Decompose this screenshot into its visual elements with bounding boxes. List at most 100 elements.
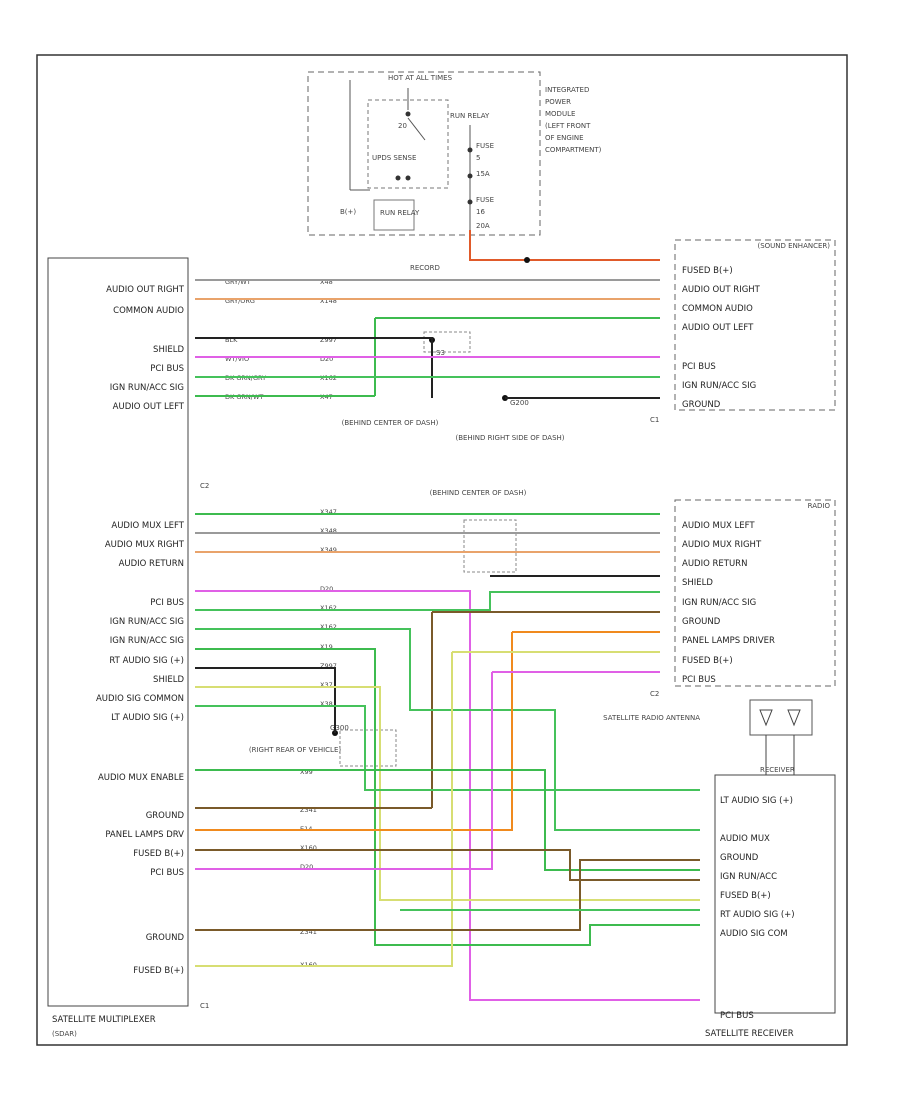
receiver-tag: RECEIVER — [760, 766, 795, 774]
c1-label-3: PCI BUS — [150, 364, 184, 374]
wire-25 — [195, 849, 700, 881]
splice-4-note: (RIGHT REAR OF VEHICLE) — [249, 746, 342, 754]
c3-label-3: FUSED B(+) — [133, 849, 184, 859]
amplifier-module: (SOUND ENHANCER) FUSED B(+) AUDIO OUT RI… — [650, 239, 836, 424]
ipm-line-5: COMPARTMENT) — [545, 146, 602, 154]
amp-label-2: COMMON AUDIO — [682, 304, 753, 314]
wire-16 — [195, 648, 700, 946]
c2-label-9: LT AUDIO SIG (+) — [111, 713, 184, 723]
receiver-label-1: AUDIO MUX — [720, 834, 770, 844]
c1-label-5: AUDIO OUT LEFT — [113, 402, 185, 412]
c1-wire-color-0: GRY/WT — [225, 278, 251, 286]
receiver-label-6: AUDIO SIG COM — [720, 929, 788, 939]
splice-1-note: (BEHIND CENTER OF DASH) — [342, 419, 439, 427]
wire-15 — [195, 628, 700, 831]
c2-wire-code-0: X347 — [320, 508, 337, 516]
receiver-label-2: GROUND — [720, 853, 759, 863]
radio-label-2: AUDIO RETURN — [682, 559, 747, 569]
c1-label-1: COMMON AUDIO — [113, 306, 184, 316]
integrated-power-module: HOT AT ALL TIMES 20 UPDS SENSE RUN RELAY… — [307, 71, 602, 236]
radio-label-6: PANEL LAMPS DRIVER — [682, 636, 775, 646]
receiver-label-4: FUSED B(+) — [720, 891, 771, 901]
c2-wire-code-9: X38 — [320, 700, 333, 708]
radio-label-5: GROUND — [682, 617, 721, 627]
wire-22 — [195, 671, 660, 870]
receiver-label-3: IGN RUN/ACC — [720, 872, 777, 882]
c1-wire-color-3: WT/VIO — [225, 355, 249, 363]
splice-2-note: (BEHIND RIGHT SIDE OF DASH) — [455, 434, 564, 442]
wire-13 — [195, 591, 660, 611]
c2-label-4: IGN RUN/ACC SIG — [110, 617, 184, 627]
c3-wire-code-5: Z341 — [300, 928, 317, 936]
wire-group — [195, 279, 700, 1001]
multiplexer-c1-labels: AUDIO OUT RIGHT COMMON AUDIO SHIELD PCI … — [106, 285, 185, 412]
receiver-name: SATELLITE RECEIVER — [705, 1029, 794, 1039]
ipm-line-3: (LEFT FRONT — [545, 122, 591, 130]
c1-wire-color-2: BLK — [225, 336, 238, 344]
radio-label-3: SHIELD — [682, 578, 713, 588]
radio-connector: C2 — [650, 690, 659, 698]
multiplexer-c3-labels: AUDIO MUX ENABLE GROUND PANEL LAMPS DRV … — [98, 773, 184, 976]
c2-label-0: AUDIO MUX LEFT — [111, 521, 184, 531]
fuse-1-number: 5 — [476, 154, 480, 162]
radio-label-8: PCI BUS — [682, 675, 716, 685]
c3-wire-code-4: D20 — [300, 863, 313, 871]
c2-wire-code-1: X348 — [320, 527, 337, 535]
radio-title: RADIO — [808, 502, 831, 510]
splice-3-note: (BEHIND CENTER OF DASH) — [430, 489, 527, 497]
connector-c1-label: C1 — [200, 1002, 209, 1010]
run-relay-label: RUN RELAY — [450, 112, 490, 120]
c3-label-1: GROUND — [146, 811, 185, 821]
amp-label-5: IGN RUN/ACC SIG — [682, 381, 756, 391]
wire-18 — [195, 686, 700, 901]
wire-26 — [195, 859, 700, 931]
wire-21 — [195, 651, 660, 967]
c2-wire-code-8: X37 — [320, 681, 333, 689]
c3-label-5: GROUND — [146, 933, 185, 943]
radio-label-1: AUDIO MUX RIGHT — [682, 540, 762, 550]
c3-label-4: PCI BUS — [150, 868, 184, 878]
fuse-2-amp: 20A — [476, 222, 490, 230]
c1-wire-code-1: X148 — [320, 297, 337, 305]
amp-label-3: AUDIO OUT LEFT — [682, 323, 754, 333]
ground-g300: G300 — [330, 724, 349, 732]
radio-label-7: FUSED B(+) — [682, 656, 733, 666]
run-relay-ctrl-label: RUN RELAY — [380, 209, 420, 217]
satellite-receiver: LT AUDIO SIG (+) AUDIO MUX GROUND IGN RU… — [705, 766, 836, 1039]
wire-17 — [195, 667, 336, 733]
c2-wire-code-3: D20 — [320, 585, 333, 593]
wire-19 — [195, 705, 700, 791]
amplifier-title: (SOUND ENHANCER) — [757, 242, 830, 250]
ipm-line-4: OF ENGINE — [545, 134, 584, 142]
c3-wire-code-3: X160 — [300, 844, 317, 852]
satellite-antenna: SATELLITE RADIO ANTENNA — [603, 699, 813, 775]
ipm-line-1: POWER — [545, 98, 571, 106]
c2-label-6: RT AUDIO SIG (+) — [109, 656, 184, 666]
c3-wire-code-0: X99 — [300, 768, 313, 776]
c2-label-5: IGN RUN/ACC SIG — [110, 636, 184, 646]
record-label: RECORD — [410, 264, 440, 272]
c2-label-1: AUDIO MUX RIGHT — [105, 540, 185, 550]
ipm-description: INTEGRATED POWER MODULE (LEFT FRONT OF E… — [545, 86, 602, 154]
wire-3 — [195, 337, 433, 398]
c2-label-2: AUDIO RETURN — [119, 559, 184, 569]
amp-label-4: PCI BUS — [682, 362, 716, 372]
antenna-icon — [787, 709, 801, 727]
c1-wire-code-3: D20 — [320, 355, 333, 363]
fuse-2-label: FUSE — [476, 196, 494, 204]
radio-label-4: IGN RUN/ACC SIG — [682, 598, 756, 608]
c2-wire-labels: X347 X348 X349 D20 X162 X162 X19 Z997 X3… — [320, 508, 337, 708]
radio-label-0: AUDIO MUX LEFT — [682, 521, 755, 531]
amp-label-6: GROUND — [682, 400, 721, 410]
fuse-1-label: FUSE — [476, 142, 494, 150]
c1-wire-labels: GRY/WT X48 GRY/ORG X148 BLK Z997 WT/VIO … — [225, 278, 337, 401]
receiver-label-5: RT AUDIO SIG (+) — [720, 910, 795, 920]
amp-label-1: AUDIO OUT RIGHT — [682, 285, 761, 295]
c3-label-2: PANEL LAMPS DRV — [105, 830, 184, 840]
ipm-line-0: INTEGRATED — [545, 86, 589, 94]
ipm-title: HOT AT ALL TIMES — [388, 74, 453, 82]
satellite-multiplexer: SATELLITE MULTIPLEXER (SDAR) C2 C1 — [47, 257, 209, 1038]
amp-connector: C1 — [650, 416, 659, 424]
splice-tag: S3 — [436, 349, 445, 357]
c3-label-6: FUSED B(+) — [133, 966, 184, 976]
